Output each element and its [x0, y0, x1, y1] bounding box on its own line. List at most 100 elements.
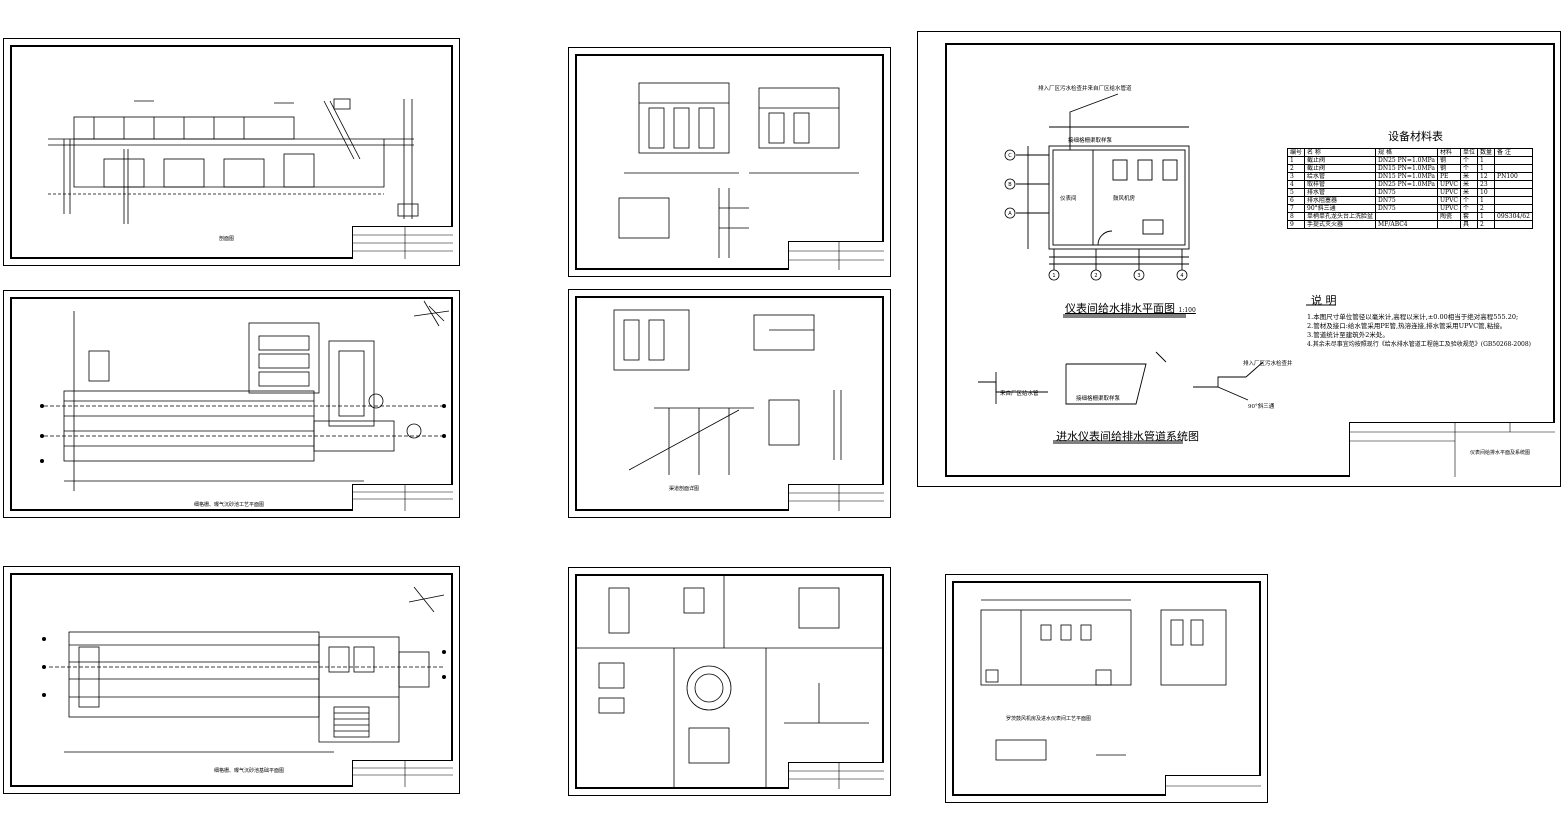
table-cell [1494, 220, 1533, 229]
table-cell: 个 [1460, 164, 1479, 173]
sheet-border [10, 573, 453, 787]
table-cell: 排水管 [1304, 188, 1377, 197]
table-cell: 套 [1460, 212, 1479, 221]
sheet-border [575, 574, 884, 789]
title-block: 仪表间给排水平面及系统图 [1349, 422, 1555, 477]
table-header-cell: 规 格 [1375, 148, 1438, 157]
table-cell: 个 [1460, 156, 1479, 165]
axis-mark: A [1008, 211, 1012, 217]
table-cell: 截止阀 [1304, 164, 1377, 173]
title-block-text: 仪表间给排水平面及系统图 [1470, 450, 1531, 456]
sheet-border [575, 54, 884, 270]
table-cell: 23 [1477, 180, 1496, 189]
table-cell: 12 [1477, 172, 1496, 181]
foundation-plan-drawing [42, 586, 446, 753]
drawing-sheet-foundation-plan[interactable]: 细格栅、曝气沉砂池基础平面图 [3, 566, 460, 794]
table-cell: 陶瓷 [1436, 212, 1462, 221]
table-cell: 2 [1477, 204, 1496, 213]
table-cell: PE [1436, 172, 1462, 181]
table-cell: UPVC [1436, 204, 1462, 213]
drawing-sheet-process-plan[interactable]: 细格栅、曝气沉砂池工艺平面图 [3, 290, 460, 518]
table-header-cell: 单位 [1460, 148, 1479, 157]
axis-mark: C [1008, 153, 1012, 159]
drawing-sheet-section[interactable]: 剖面图 [3, 38, 460, 266]
notes-block: 1.本图尺寸单位管径以毫米计,高程以米计,±0.00相当于绝对高程555.20;… [1307, 313, 1531, 349]
sheet-border [10, 297, 453, 511]
table-cell [1494, 204, 1533, 213]
axis-mark: 2 [1094, 273, 1097, 279]
table-cell: 单柄单孔龙头台上洗脸盆 [1304, 212, 1377, 221]
table-cell: 4 [1286, 180, 1306, 189]
table-cell: 90°斜三通 [1304, 204, 1377, 213]
sheet-caption: 渠道剖面详图 [669, 486, 700, 492]
table-header-cell: 编号 [1286, 148, 1306, 157]
table-cell [1494, 196, 1533, 205]
label-from-supply: 来自厂区给水管 [1000, 391, 1039, 397]
drawing-sheet-details[interactable] [568, 567, 891, 796]
instrument-section-drawing [618, 82, 859, 258]
drawing-sheet-channel-section[interactable]: 渠道剖面详图 [568, 289, 891, 518]
title-block [788, 762, 884, 789]
table-header-cell: 数量 [1477, 148, 1496, 157]
table-cell: 1 [1286, 156, 1306, 165]
table-cell: 米 [1460, 172, 1479, 181]
table-cell: 09S304/62 [1494, 212, 1533, 221]
sheet-caption: 细格栅、曝气沉砂池基础平面图 [214, 768, 285, 774]
title-block [352, 226, 453, 259]
table-cell: 截止阀 [1304, 156, 1377, 165]
table-cell [1494, 180, 1533, 189]
table-cell: DN25 PN=1.0MPa [1375, 180, 1438, 189]
table-cell: UPVC [1436, 180, 1462, 189]
drawing-sheet-blower-room[interactable]: 罗茨鼓风机房及进水仪表间工艺平面图 [945, 574, 1268, 803]
table-cell: 具 [1460, 220, 1479, 229]
table-cell: DN25 PN=1.0MPa [1375, 156, 1438, 165]
table-cell: 取样管 [1304, 180, 1377, 189]
table-cell: 排水阻塞器 [1304, 196, 1377, 205]
table-cell: UPVC [1436, 188, 1462, 197]
sheet-border [952, 581, 1261, 796]
table-cell: 2 [1477, 220, 1496, 229]
axis-mark: 3 [1137, 273, 1140, 279]
section-drawing [48, 98, 419, 224]
drawing-sheet-instrument-section[interactable] [568, 47, 891, 277]
material-table-title: 设备材料表 [1388, 130, 1443, 143]
table-header-cell: 材料 [1436, 148, 1462, 157]
title-block [352, 760, 453, 787]
table-cell: DN75 [1375, 196, 1438, 205]
plan-title: 仪表间给水排水平面图 1:100 [1065, 302, 1196, 315]
axis-mark: 4 [1180, 273, 1183, 279]
title-block [788, 241, 884, 270]
note-line: 4.其余未尽事宜均按照现行《给水排水管道工程施工及验收规范》(GB50268-2… [1307, 341, 1531, 348]
table-cell: 个 [1460, 204, 1479, 213]
channel-section-drawing [613, 309, 842, 475]
sheet-border [575, 296, 884, 511]
table-cell: DN75 [1375, 188, 1438, 197]
table-cell: 钢 [1436, 156, 1462, 165]
table-cell: 手提式灭火器 [1304, 220, 1377, 229]
table-cell: PN100 [1494, 172, 1533, 181]
axis-mark: 1 [1052, 273, 1055, 279]
table-header-cell: 备 注 [1494, 148, 1533, 157]
axis-mark: B [1008, 182, 1012, 188]
label-blower-room: 鼓风机房 [1113, 196, 1136, 202]
table-cell: 1 [1477, 164, 1496, 173]
table-cell: 1 [1477, 156, 1496, 165]
note-line: 3.管道统计至建筑外2米处。 [1307, 331, 1389, 339]
process-plan-drawing [40, 300, 450, 491]
table-cell [1494, 188, 1533, 197]
drawing-sheet-main[interactable]: C B A 1 2 3 4 排入厂区污水检查井来自厂区给水管道 接细格栅渠取样泵… [917, 31, 1561, 487]
table-cell [1494, 164, 1533, 173]
label-pipe-fitting: 90°斜三通 [1248, 404, 1275, 410]
table-cell: 5 [1286, 188, 1306, 197]
table-cell: 1 [1477, 212, 1496, 221]
details-drawing [577, 576, 884, 788]
title-block [1165, 775, 1261, 796]
table-cell: MF/ABC4 [1375, 220, 1438, 229]
